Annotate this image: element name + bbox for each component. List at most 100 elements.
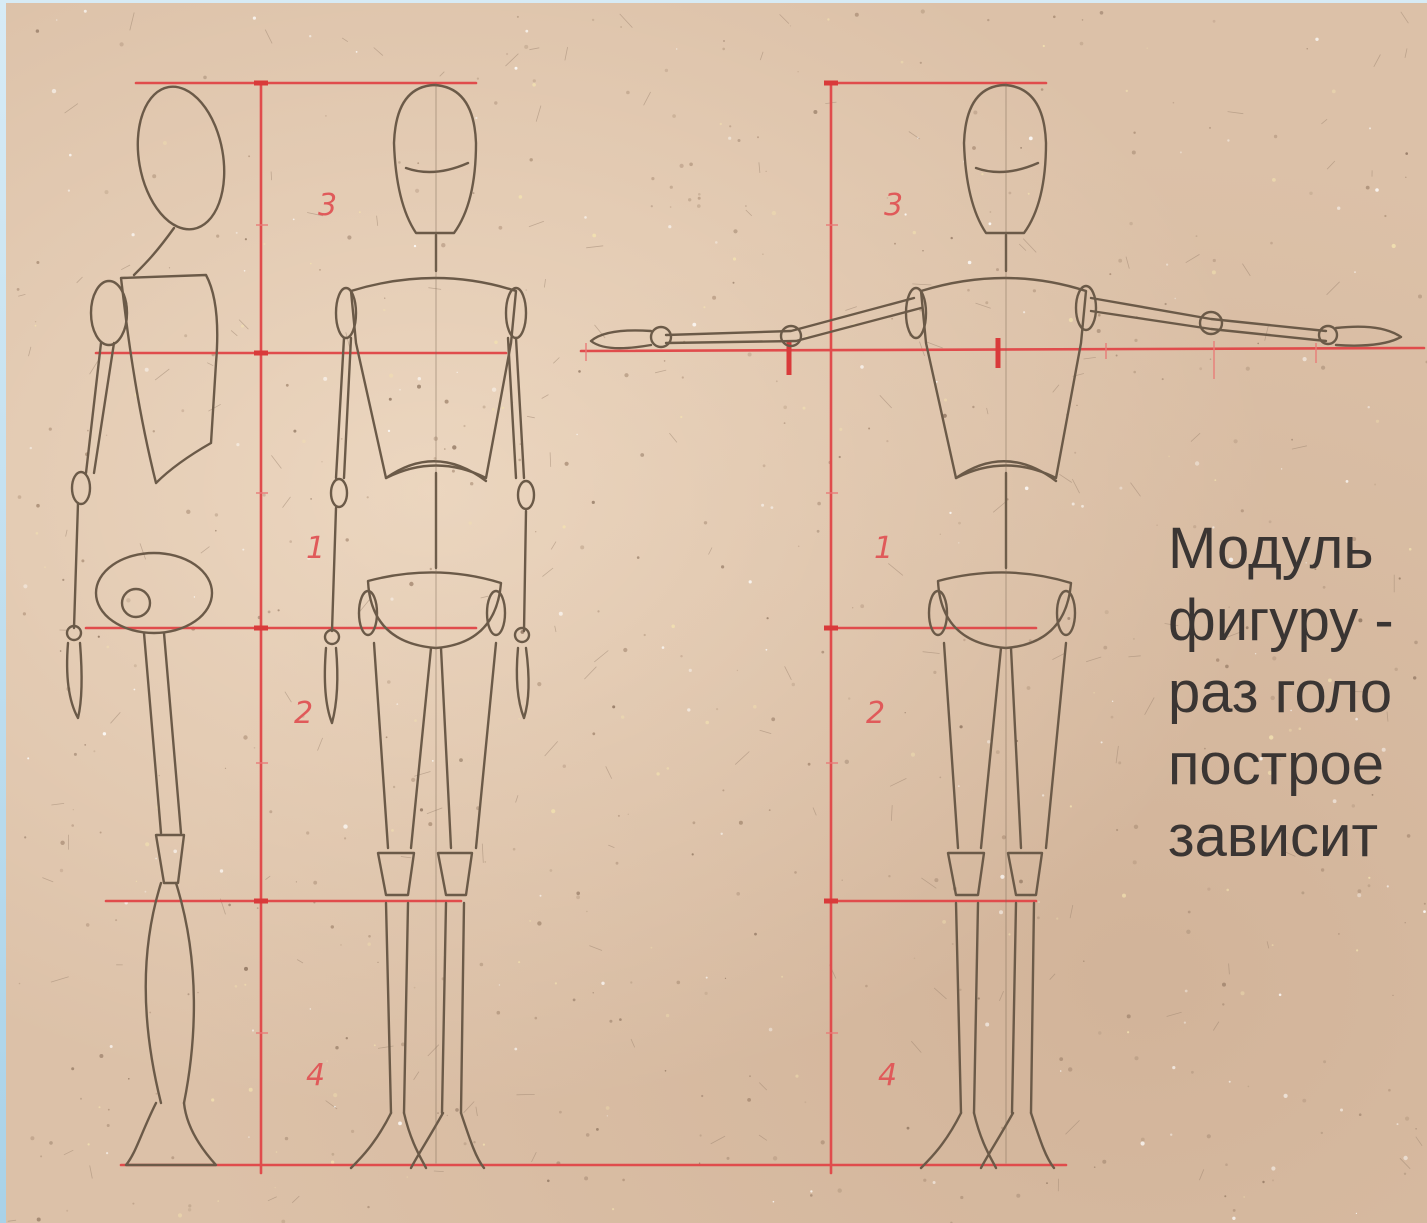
paper-fiber	[1116, 746, 1118, 763]
paper-speck	[1147, 48, 1148, 49]
paper-speck	[1141, 1138, 1145, 1142]
paper-speck	[700, 1134, 702, 1136]
paper-speck	[407, 1176, 409, 1178]
paper-speck	[738, 139, 741, 142]
paper-speck	[268, 611, 271, 614]
paper-speck	[773, 1156, 777, 1160]
paper-speck	[1222, 983, 1226, 987]
paper-speck	[703, 306, 705, 308]
paper-speck	[368, 943, 371, 946]
paper-speck	[159, 775, 160, 776]
paper-speck	[1332, 90, 1336, 94]
paper-speck	[761, 504, 764, 507]
paper-speck	[1301, 891, 1304, 894]
paper-speck	[715, 241, 718, 244]
paper-speck	[1165, 303, 1167, 305]
paper-speck	[244, 984, 246, 986]
paper-speck	[888, 875, 890, 877]
paper-speck	[383, 309, 385, 311]
paper-speck	[592, 501, 595, 504]
paper-speck	[1081, 505, 1084, 508]
paper-speck	[186, 510, 190, 514]
paper-speck	[470, 482, 473, 485]
paper-speck	[1122, 894, 1126, 898]
paper-speck	[497, 1011, 501, 1015]
paper-speck	[757, 136, 759, 138]
paper-speck	[257, 907, 259, 909]
paper-speck	[321, 461, 322, 462]
paper-speck	[391, 829, 394, 832]
paper-speck	[973, 111, 977, 115]
paper-speck	[80, 1098, 82, 1100]
paper-speck	[524, 45, 528, 49]
paper-fiber	[201, 547, 210, 554]
paper-fiber	[553, 358, 559, 364]
paper-speck	[1229, 1081, 1231, 1083]
paper-speck	[1016, 1194, 1020, 1198]
paper-speck	[494, 101, 497, 104]
paper-speck	[483, 406, 486, 409]
paper-speck	[145, 368, 149, 372]
paper-fiber	[374, 48, 383, 56]
paper-speck	[586, 911, 587, 912]
paper-fiber	[231, 330, 237, 335]
paper-speck	[1185, 990, 1188, 993]
paper-speck	[958, 522, 961, 525]
paper-speck	[1133, 860, 1137, 864]
paper-speck	[417, 162, 419, 164]
paper-speck	[697, 204, 701, 208]
paper-speck	[181, 409, 184, 412]
paper-fiber	[51, 803, 64, 805]
paper-speck	[1133, 638, 1135, 640]
paper-speck	[526, 289, 527, 290]
paper-speck	[128, 1078, 130, 1080]
paper-speck	[264, 243, 266, 245]
paper-speck	[18, 495, 22, 499]
paper-speck	[310, 498, 312, 500]
paper-speck	[215, 530, 217, 532]
paper-speck	[776, 380, 778, 382]
paper-speck	[1279, 994, 1282, 997]
caption-text: Модуль фигуру - раз голо построе зависит	[1168, 513, 1427, 873]
paper-speck	[19, 983, 21, 985]
paper-speck	[894, 243, 896, 245]
paper-speck	[729, 125, 731, 127]
paper-speck	[356, 51, 358, 53]
paper-speck	[325, 115, 327, 117]
paper-speck	[797, 71, 798, 72]
paper-speck	[242, 549, 244, 551]
paper-speck	[810, 1190, 812, 1192]
paper-speck	[253, 17, 256, 20]
paper-speck	[790, 25, 791, 26]
paper-speck	[555, 982, 557, 984]
paper-speck	[377, 962, 378, 963]
paper-speck	[173, 850, 177, 854]
paper-speck	[630, 981, 632, 983]
paper-fiber	[377, 216, 378, 226]
paper-speck	[1346, 480, 1349, 483]
side-view-figure	[67, 80, 235, 1165]
paper-speck	[698, 193, 701, 196]
paper-speck	[987, 740, 990, 743]
paper-speck	[326, 1060, 328, 1062]
paper-speck	[107, 1124, 110, 1127]
paper-speck	[518, 459, 521, 462]
paper-speck	[1196, 235, 1198, 237]
paper-speck	[93, 750, 95, 752]
paper-speck	[110, 1045, 113, 1048]
paper-speck	[1376, 420, 1379, 423]
paper-speck	[1118, 761, 1121, 764]
paper-speck	[203, 76, 207, 80]
paper-speck	[701, 1095, 703, 1097]
paper-speck	[959, 989, 961, 991]
paper-speck	[475, 117, 477, 119]
paper-fiber	[845, 307, 857, 311]
paper-speck	[727, 1157, 730, 1160]
paper-fiber	[1213, 1022, 1219, 1031]
paper-fiber	[759, 1135, 767, 1140]
paper-fiber	[529, 221, 544, 227]
paper-speck	[1241, 509, 1244, 512]
paper-speck	[387, 680, 391, 684]
paper-speck	[688, 198, 691, 201]
paper-speck	[225, 768, 226, 769]
